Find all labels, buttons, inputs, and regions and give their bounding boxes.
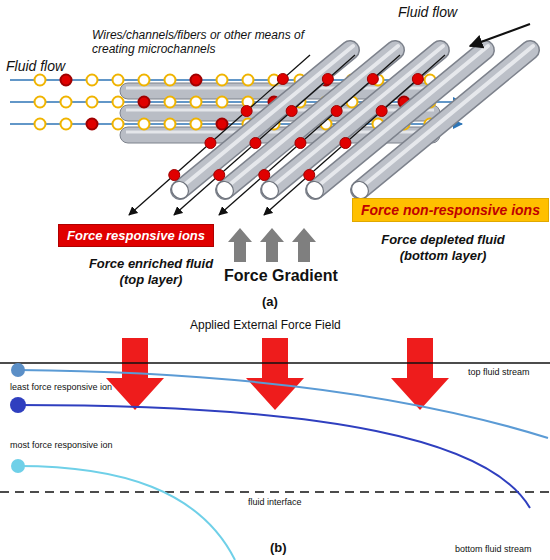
annotation-label: most force responsive ion [10, 440, 113, 451]
responsive-ion [331, 106, 342, 117]
flow-arrow [470, 24, 530, 46]
ion-path [18, 370, 548, 438]
gradient-arrows [228, 228, 316, 262]
wire-end [168, 178, 192, 202]
responsive-ion [376, 106, 387, 117]
annotation-label: Wires/channels/fibers or other means of … [92, 28, 324, 57]
ion-dot [11, 363, 25, 377]
non-responsive-ion [165, 97, 176, 108]
non-responsive-ion [61, 97, 72, 108]
box-text: Force non-responsive ions [361, 202, 540, 218]
ion-path [18, 466, 235, 560]
annotation-label: Force depleted fluid (bottom layer) [368, 232, 518, 263]
annotation-label: Force enriched fluid (top layer) [78, 256, 224, 287]
enrichment-arrow [219, 55, 400, 215]
trajectory-diagram [0, 338, 550, 560]
box-text: Force responsive ions [67, 228, 205, 243]
annotation-label: bottom fluid stream [455, 544, 532, 555]
non-responsive-ion [113, 97, 124, 108]
non-responsive-ion [217, 75, 228, 86]
non-responsive-ion [217, 97, 228, 108]
annotation-label: Force Gradient [224, 266, 338, 285]
non-responsive-ion [61, 119, 72, 130]
annotation-label: top fluid stream [468, 367, 530, 378]
responsive-ion [367, 74, 378, 85]
responsive-ion [250, 138, 261, 149]
wire-end [303, 178, 327, 202]
responsive-ion [286, 106, 297, 117]
non-responsive-ion [35, 97, 46, 108]
responsive-ion [87, 119, 98, 130]
ion-label-box: Force non-responsive ions [352, 198, 549, 222]
responsive-ion [322, 74, 333, 85]
ion-path [18, 405, 530, 508]
responsive-ion [304, 170, 315, 181]
responsive-ion [139, 97, 150, 108]
ion-dot [10, 397, 26, 413]
enrichment-arrow [174, 55, 355, 215]
non-responsive-ion [191, 119, 202, 130]
responsive-ion [214, 170, 225, 181]
enrichment-arrow [129, 55, 310, 215]
non-responsive-ion [35, 75, 46, 86]
annotation-label: Fluid flow [6, 58, 65, 75]
responsive-ion [191, 75, 202, 86]
top-boundary [0, 362, 550, 364]
annotation-label: fluid interface [248, 497, 302, 508]
non-responsive-ion [87, 97, 98, 108]
non-responsive-ion [87, 75, 98, 86]
ion-dot [11, 459, 25, 473]
annotation-label: Fluid flow [398, 4, 457, 21]
panel-letter: (a) [262, 294, 278, 310]
non-responsive-ion [165, 119, 176, 130]
responsive-ion [340, 138, 351, 149]
responsive-ion [61, 75, 72, 86]
responsive-ion [217, 119, 228, 130]
panel-letter: (b) [270, 540, 287, 556]
responsive-ion [295, 138, 306, 149]
flow-line [10, 101, 462, 103]
non-responsive-ion [113, 75, 124, 86]
ion-label-box: Force responsive ions [58, 224, 214, 247]
responsive-ion [241, 106, 252, 117]
wire-end [258, 178, 282, 202]
annotation-label: Applied External Force Field [190, 318, 341, 332]
responsive-ion [412, 74, 423, 85]
responsive-ion [169, 170, 180, 181]
non-responsive-ion [113, 119, 124, 130]
responsive-ion [277, 74, 288, 85]
enrichment-arrow [264, 55, 445, 215]
wire-end [213, 178, 237, 202]
responsive-ion [259, 170, 270, 181]
non-responsive-ion [35, 119, 46, 130]
wire-highlight [363, 46, 533, 186]
interface-line [0, 491, 550, 493]
non-responsive-ion [191, 97, 202, 108]
non-responsive-ion [139, 119, 150, 130]
non-responsive-ion [139, 75, 150, 86]
responsive-ion [205, 138, 216, 149]
microchannel-illustration [10, 24, 533, 262]
annotation-label: least force responsive ion [10, 382, 112, 393]
non-responsive-ion [243, 75, 254, 86]
non-responsive-ion [165, 75, 176, 86]
